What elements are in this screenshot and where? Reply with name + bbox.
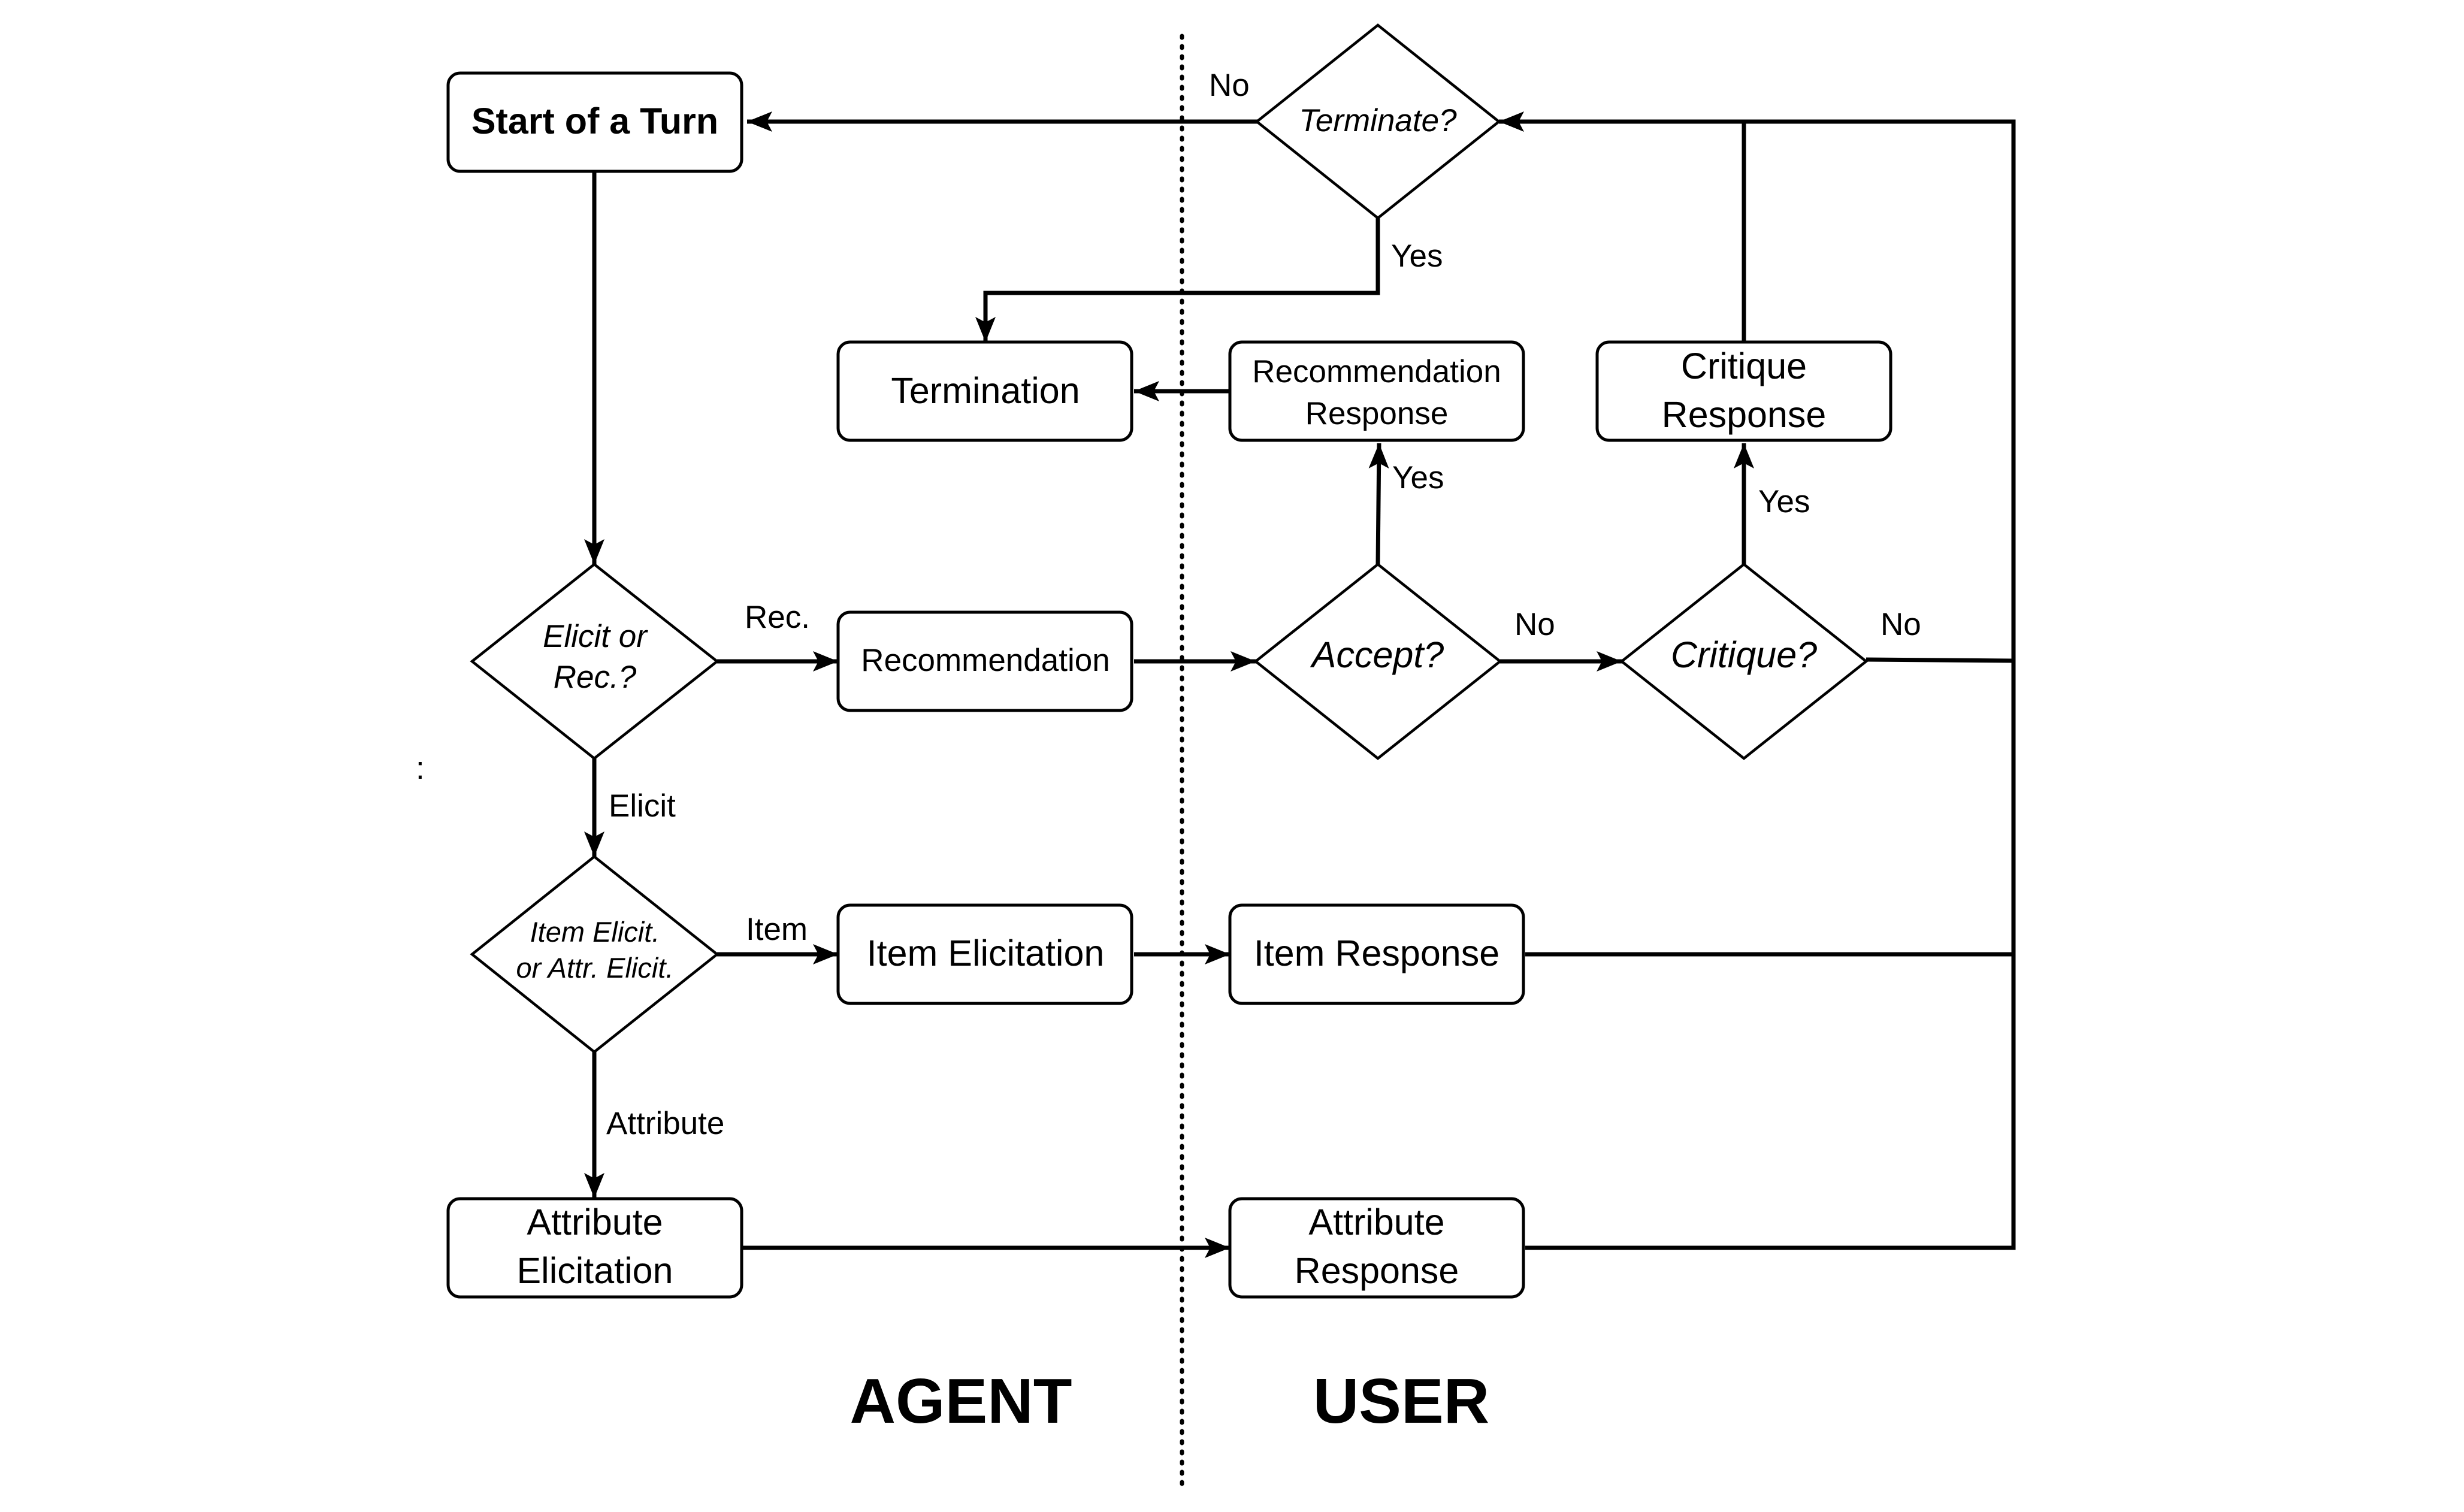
start-label: Start of a Turn — [471, 101, 718, 141]
edge-label-elicit: Elicit — [609, 788, 676, 824]
attr-elicitation-label-1: Attribute — [527, 1202, 663, 1242]
item-response-label: Item Response — [1254, 933, 1499, 973]
node-item-or-attr-decision: Item Elicit. or Attr. Elicit. — [470, 855, 719, 1054]
node-termination: Termination — [836, 340, 1133, 442]
node-recommendation: Recommendation — [836, 610, 1133, 712]
rec-response-label-2: Response — [1305, 396, 1449, 431]
edge-label-critique-no: No — [1880, 607, 1921, 642]
terminate-label: Terminate? — [1299, 103, 1457, 138]
edge-terminate-yes-to-termination — [975, 216, 1380, 342]
lane-label-user: USER — [1313, 1366, 1490, 1437]
critique-label: Critique? — [1671, 634, 1817, 675]
attr-response-label-2: Response — [1295, 1250, 1459, 1291]
lane-label-agent: AGENT — [850, 1366, 1072, 1437]
termination-label: Termination — [891, 370, 1080, 411]
item-or-attr-label-2: or Attr. Elicit. — [516, 952, 674, 984]
elicit-or-rec-label-2: Rec.? — [554, 660, 637, 695]
edge-label-terminate-no: No — [1209, 68, 1250, 103]
edge-attr-response-to-loop — [1525, 661, 2016, 1250]
item-elicitation-label: Item Elicitation — [867, 933, 1105, 973]
node-recommendation-response: Recommendation Response — [1228, 340, 1525, 442]
node-start-of-turn: Start of a Turn — [446, 71, 743, 173]
edges — [584, 111, 2016, 1258]
attr-response-label-1: Attribute — [1308, 1202, 1444, 1242]
node-critique-response: Critique Response — [1595, 340, 1892, 442]
edge-accept-yes-to-rec-response — [1368, 443, 1389, 565]
critique-response-label-2: Response — [1662, 394, 1827, 435]
edge-label-critique-yes: Yes — [1758, 484, 1810, 519]
edge-label-item: Item — [746, 912, 808, 947]
stray-colon-mark: : — [416, 751, 425, 786]
node-accept-decision: Accept? — [1253, 563, 1502, 760]
edge-label-terminate-yes: Yes — [1391, 238, 1443, 274]
elicit-or-rec-label-1: Elicit or — [543, 619, 648, 654]
node-terminate-decision: Terminate? — [1254, 23, 1501, 220]
node-attribute-elicitation: Attribute Elicitation — [446, 1197, 743, 1299]
edge-critique-no-loop — [1499, 111, 2016, 663]
edge-label-accept-no: No — [1514, 607, 1555, 642]
edge-label-rec: Rec. — [745, 600, 810, 635]
accept-label: Accept? — [1310, 634, 1444, 675]
critique-response-label-1: Critique — [1681, 346, 1807, 386]
node-item-elicitation: Item Elicitation — [836, 903, 1133, 1005]
edge-label-accept-yes: Yes — [1392, 460, 1444, 495]
node-attribute-response: Attribute Response — [1228, 1197, 1525, 1299]
node-item-response: Item Response — [1228, 903, 1525, 1005]
edge-label-attribute: Attribute — [606, 1106, 724, 1141]
rec-response-label-1: Recommendation — [1252, 354, 1501, 389]
node-elicit-or-rec-decision: Elicit or Rec.? — [470, 563, 719, 760]
node-critique-decision: Critique? — [1619, 563, 1869, 760]
recommendation-label: Recommendation — [861, 643, 1109, 678]
item-or-attr-label-1: Item Elicit. — [530, 916, 660, 948]
attr-elicitation-label-2: Elicitation — [516, 1250, 673, 1291]
